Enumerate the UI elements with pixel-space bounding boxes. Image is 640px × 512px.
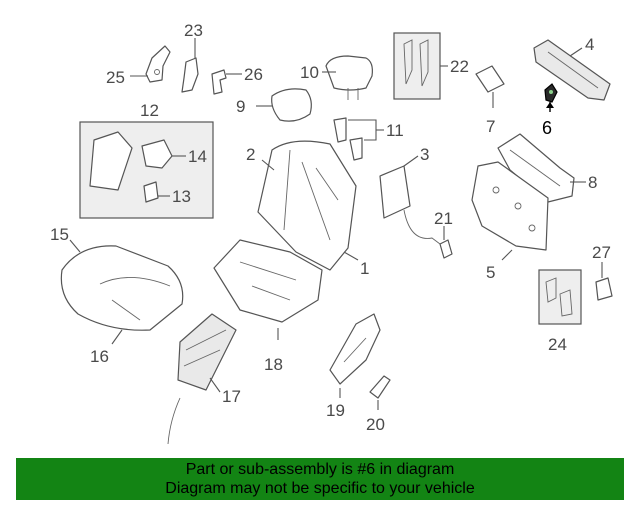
- part-23-bracket[interactable]: [181, 57, 199, 93]
- leader-16: [111, 329, 123, 345]
- callout-27: 27: [592, 243, 611, 262]
- leader-17: [209, 377, 221, 393]
- callout-8: 8: [588, 173, 597, 192]
- part-27-clip[interactable]: [595, 277, 613, 301]
- callout-10: 10: [300, 63, 319, 82]
- leader-15: [69, 239, 81, 253]
- part-10-headrest[interactable]: [325, 55, 373, 100]
- callout-11: 11: [386, 121, 404, 140]
- callout-9: 9: [236, 97, 245, 116]
- part-6-highlighted[interactable]: [544, 83, 558, 103]
- part-21-connector[interactable]: [439, 239, 453, 259]
- part-20-cover[interactable]: [369, 375, 391, 399]
- footer-banner: Part or sub-assembly is #6 in diagram Di…: [16, 458, 624, 500]
- callout-2: 2: [246, 145, 255, 164]
- leader-1: [343, 251, 359, 261]
- callout-19: 19: [326, 401, 345, 420]
- callout-12: 12: [140, 101, 159, 120]
- callout-25: 25: [106, 68, 125, 87]
- parts-diagram: 25 23 26 10 22 7 4 6: [50, 21, 613, 445]
- footer-line-1: Part or sub-assembly is #6 in diagram: [185, 461, 455, 478]
- part-15-seat-cushion[interactable]: [60, 245, 184, 331]
- footer-line-2: Diagram may not be specific to your vehi…: [165, 480, 475, 497]
- part-25-bracket[interactable]: [145, 45, 171, 83]
- callout-22: 22: [450, 57, 469, 76]
- part-4-trim[interactable]: [533, 39, 611, 101]
- callout-18: 18: [264, 355, 283, 374]
- callout-26: 26: [244, 65, 263, 84]
- part-18-seat-frame[interactable]: [213, 239, 323, 323]
- callout-7: 7: [486, 117, 495, 136]
- part-7-panel[interactable]: [475, 65, 505, 93]
- callout-24: 24: [548, 335, 567, 354]
- part-3-bracket[interactable]: [379, 165, 441, 245]
- leader-3: [403, 155, 419, 167]
- part-22-group[interactable]: [393, 32, 441, 100]
- part-13-clip[interactable]: [143, 181, 159, 203]
- leader-5: [501, 249, 513, 261]
- callout-13: 13: [172, 187, 191, 206]
- part-2-seatback[interactable]: [257, 140, 357, 271]
- callout-17: 17: [222, 387, 241, 406]
- part-5-back-panel[interactable]: [471, 161, 549, 251]
- part-9-cushion[interactable]: [271, 88, 312, 122]
- leader-2: [261, 159, 275, 171]
- part-11-guides[interactable]: [333, 117, 363, 161]
- callout-15: 15: [50, 225, 69, 244]
- callout-21: 21: [434, 209, 453, 228]
- part-17-heater[interactable]: [167, 313, 237, 445]
- leader-4: [569, 47, 583, 57]
- leader-11: [348, 119, 377, 141]
- callout-20: 20: [366, 415, 385, 434]
- arrow-6: [546, 102, 554, 108]
- part-19-side-trim[interactable]: [329, 313, 381, 385]
- callout-1: 1: [360, 259, 369, 278]
- part-12-panel: [89, 131, 133, 191]
- callout-6: 6: [542, 118, 552, 138]
- callout-14: 14: [188, 147, 207, 166]
- callout-5: 5: [486, 263, 495, 282]
- callout-3: 3: [420, 145, 429, 164]
- callout-16: 16: [90, 347, 109, 366]
- part-26-clip[interactable]: [211, 69, 227, 95]
- callout-23: 23: [184, 21, 203, 40]
- part-14-knob[interactable]: [141, 139, 173, 169]
- callout-4: 4: [585, 35, 594, 54]
